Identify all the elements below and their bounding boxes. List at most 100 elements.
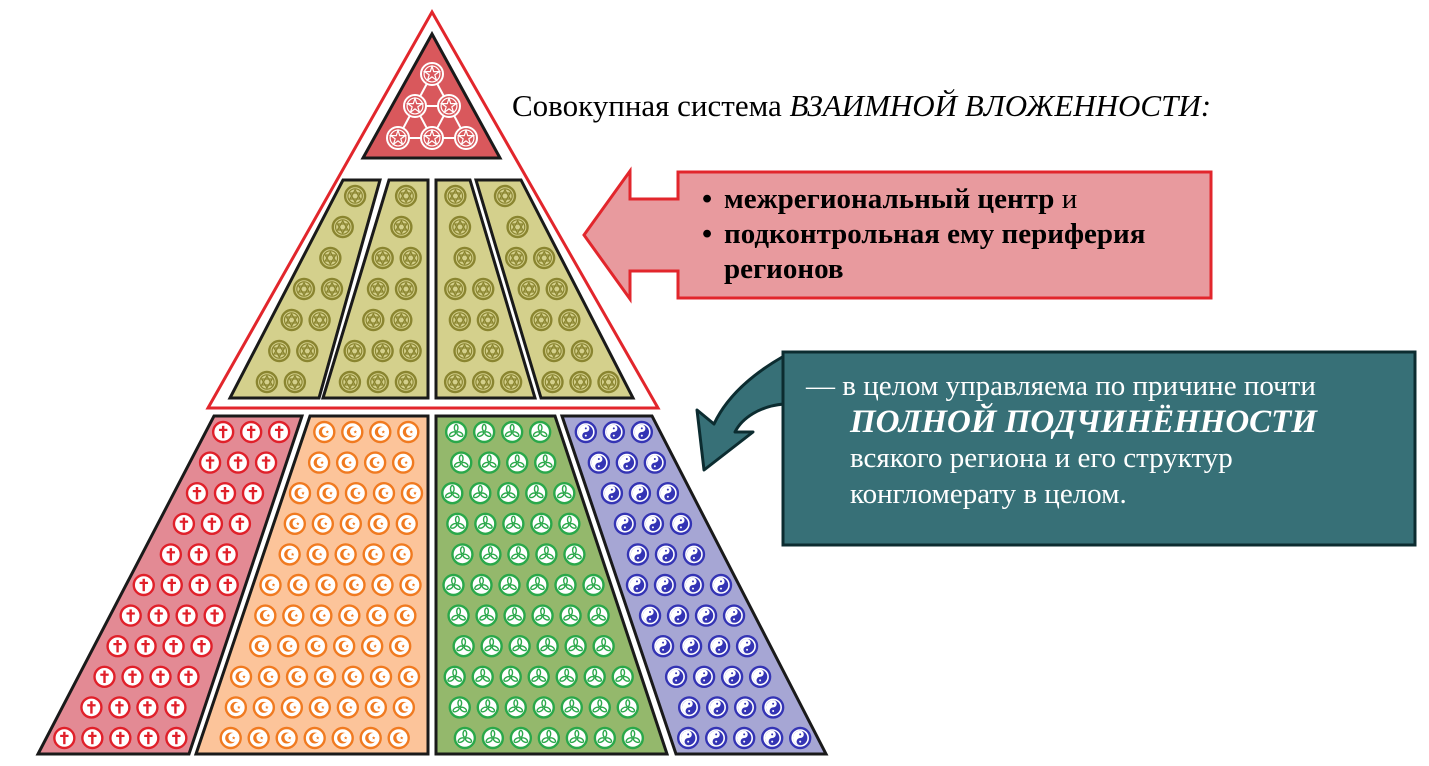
crescent-icon [316,482,340,505]
pentagram-icon [403,94,427,118]
pentagram-icon [454,126,478,150]
triple-leaf-icon [621,726,645,750]
crescent-icon [341,665,365,688]
yin-yang-icon [630,420,654,444]
crescent-icon [399,573,422,597]
cross-icon [159,543,183,566]
yin-yang-icon [679,635,703,658]
triple-leaf-icon [565,726,589,750]
crescent-icon [359,726,382,750]
star-of-david-icon [390,308,413,332]
triple-leaf-icon [611,665,634,688]
triple-leaf-icon [535,543,558,566]
yin-yang-icon [641,512,665,535]
triple-leaf-icon [559,604,582,627]
triple-leaf-icon [469,482,492,505]
callout-top-item-2: подконтрольная ему периферия регионов [700,217,1200,287]
yin-yang-icon [676,726,700,750]
cross-icon [239,420,263,444]
star-of-david-icon [448,308,472,332]
triple-leaf-icon [592,635,615,658]
crescent-icon [372,482,396,505]
callout-bottom-box [695,350,1417,547]
crescent-icon [259,573,282,597]
callout-top-item-1: межрегиональный центр и [700,182,1200,217]
caption-emphasis: ВЗАИМНОЙ ВЛОЖЕННОСТИ: [789,88,1212,123]
star-of-david-icon [499,370,523,394]
star-of-david-icon [308,308,331,332]
crescent-icon [390,543,413,566]
yin-yang-icon [626,543,650,566]
cross-icon [228,512,252,535]
triple-leaf-icon [443,665,466,688]
crescent-icon [397,665,421,688]
star-of-david-icon [331,215,354,239]
cross-icon [108,696,131,719]
cross-icon [254,451,278,474]
cross-icon [190,635,213,658]
pentagram-icon [420,62,444,86]
crescent-icon [287,573,310,597]
star-of-david-icon [366,277,390,301]
triple-leaf-icon [475,604,498,627]
yin-yang-icon [638,604,662,627]
callout-bottom-curved-arrow [695,354,786,472]
star-of-david-icon [453,339,476,363]
crescent-icon [283,512,307,535]
cross-icon [267,420,291,444]
cross-icon [80,696,103,719]
yin-yang-icon [722,604,746,627]
triple-leaf-icon [452,635,475,658]
yin-yang-icon [666,604,690,627]
star-of-david-icon [541,370,564,394]
cross-icon [198,451,222,474]
star-of-david-icon [569,370,592,394]
crescent-icon [334,543,357,566]
star-of-david-icon [476,308,500,332]
cross-icon [147,604,170,627]
triple-leaf-icon [442,573,465,597]
cross-icon [187,543,211,566]
triple-leaf-icon [525,482,548,505]
cross-icon [93,665,116,688]
pentagram-icon [437,94,461,118]
crescent-icon [307,451,331,474]
crescent-icon [400,482,424,505]
yin-yang-icon [682,543,706,566]
star-of-david-icon [472,277,495,301]
diagram-caption: Совокупная система ВЗАИМНОЙ ВЛОЖЕННОСТИ: [512,88,1211,124]
star-of-david-icon [296,339,319,363]
triple-leaf-icon [497,482,520,505]
triple-leaf-icon [593,726,617,750]
cross-icon [81,726,104,750]
crescent-icon [280,696,304,719]
triple-leaf-icon [453,726,477,750]
star-of-david-icon [371,339,394,363]
crescent-icon [257,665,281,688]
cross-icon [211,420,235,444]
pentagram-icon [386,126,410,150]
yin-yang-icon [654,543,678,566]
triple-leaf-icon [480,635,503,658]
triple-leaf-icon [476,696,499,719]
yin-yang-icon [733,696,757,719]
star-of-david-icon [390,215,413,239]
crescent-icon [313,420,336,444]
cross-icon [188,573,211,597]
crescent-icon [248,635,272,658]
star-of-david-icon [558,308,581,332]
star-of-david-icon [280,308,303,332]
star-of-david-icon [399,339,422,363]
triple-leaf-icon [481,726,505,750]
triple-leaf-icon [470,573,493,597]
crescent-icon [276,635,300,658]
cross-icon [164,696,187,719]
triple-leaf-icon [554,573,577,597]
callout-bottom-line-1: — в целом управляема по причине почти [806,370,1316,402]
cross-icon [216,573,239,597]
star-of-david-icon [444,277,467,301]
crescent-icon [247,726,270,750]
lower-icon-group [53,420,812,750]
star-of-david-icon [371,246,394,270]
cross-icon [106,635,129,658]
